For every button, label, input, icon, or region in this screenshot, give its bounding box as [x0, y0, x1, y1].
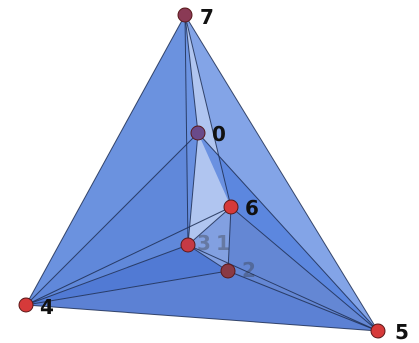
face-center-lower: [188, 207, 231, 271]
vertex-1: [180, 237, 196, 253]
face-front-bottom: [26, 271, 378, 331]
edge: [184, 14, 189, 246]
vertex-6: [223, 199, 239, 215]
vertex-7: [177, 7, 193, 23]
vertex-label-4: 4: [40, 295, 54, 319]
edge: [230, 206, 379, 332]
vertex-labels: 7 0 6 3 1 2 4 5: [40, 5, 409, 343]
edge: [25, 270, 229, 306]
edge: [25, 304, 379, 332]
edge: [184, 14, 199, 134]
edge: [25, 132, 199, 306]
edge: [187, 244, 229, 272]
face-left-large: [26, 15, 198, 305]
edge: [227, 270, 379, 332]
face-front-lower: [26, 245, 228, 305]
vertices: [18, 7, 386, 339]
face-center-upper: [185, 15, 231, 245]
vertex-4: [18, 297, 34, 313]
vertex-label-2: 2: [242, 258, 256, 282]
vertex-label-6: 6: [245, 196, 259, 220]
vertex-2: [220, 263, 236, 279]
edge: [227, 206, 232, 272]
edge: [197, 132, 379, 332]
vertex-label-5: 5: [395, 320, 409, 343]
faces: [26, 15, 378, 331]
vertex-label-3: 3: [197, 231, 211, 255]
vertex-5: [370, 323, 386, 339]
edge: [184, 14, 232, 208]
edge: [25, 206, 232, 306]
vertex-label-0: 0: [212, 122, 226, 146]
vertex-label-1: 1: [216, 231, 230, 255]
edge: [187, 206, 232, 246]
edges: [25, 14, 379, 332]
vertex-0: [190, 125, 206, 141]
vertex-label-7: 7: [200, 5, 214, 29]
edge: [25, 14, 186, 306]
edge: [187, 244, 379, 332]
edge: [184, 14, 379, 332]
edge: [25, 244, 189, 306]
